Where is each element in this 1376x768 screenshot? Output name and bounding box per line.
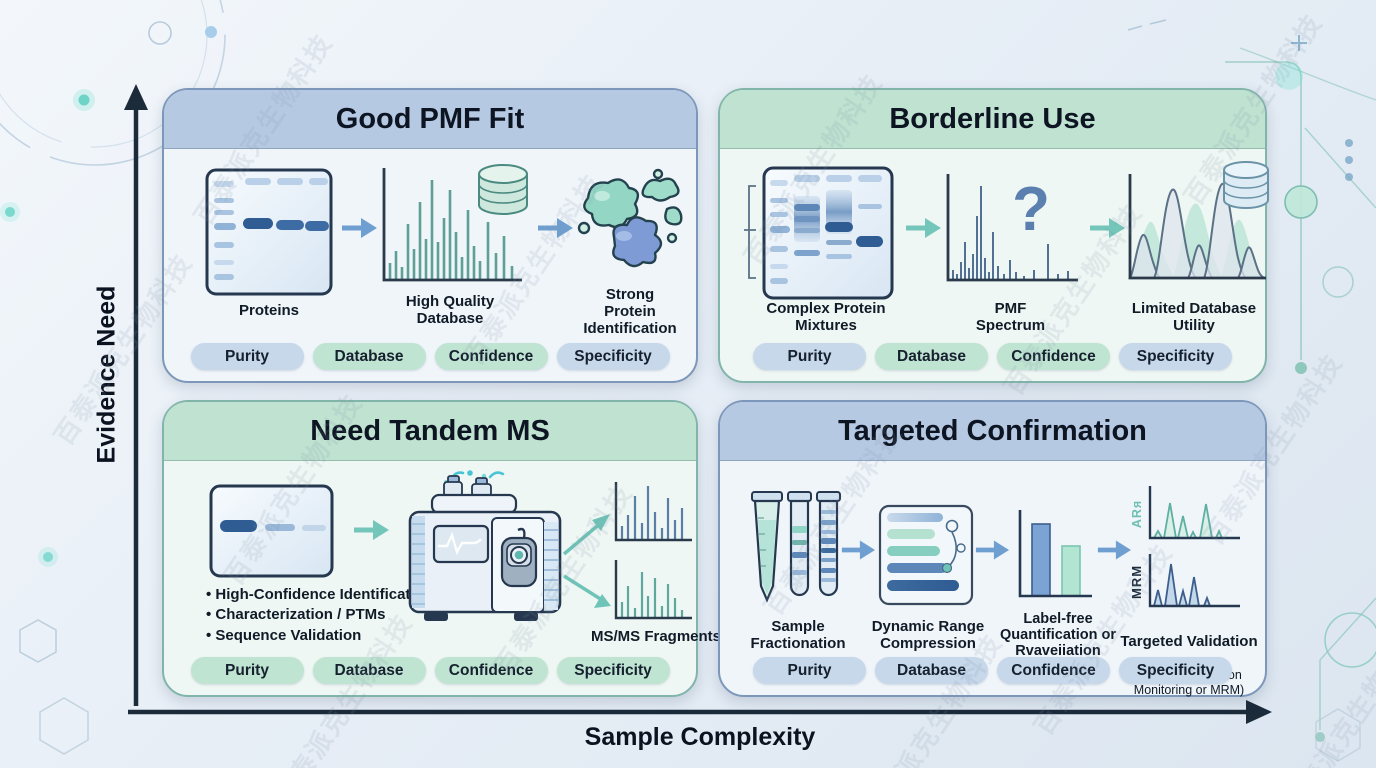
pill-confidence: Confidence	[997, 343, 1110, 370]
pill-row: Purity Database Confidence Specificity	[720, 343, 1265, 370]
database-icon	[478, 164, 528, 215]
caption-sample-fractionation: Sample Fractionation	[750, 618, 846, 653]
caption-main: Targeted Validation	[1120, 633, 1258, 651]
quadrant-targeted-confirmation: Targeted Confirmation Sample Fractionati…	[718, 400, 1267, 697]
caption-pmf-spectrum: PMF Spectrum	[975, 300, 1046, 335]
bullet-item: • Sequence Validation	[206, 626, 362, 644]
gel-icon	[205, 168, 333, 296]
pill-purity: Purity	[190, 343, 304, 370]
pill-confidence: Confidence	[434, 657, 548, 684]
caption-limited-database-utility: Limited Database Utility	[1131, 300, 1257, 335]
arrow-right-icon	[1090, 218, 1125, 238]
overlapping-spectra-icon	[1128, 161, 1269, 280]
arrow-right-icon	[975, 540, 1010, 560]
pill-specificity: Specificity	[1119, 343, 1232, 370]
pill-database: Database	[875, 343, 988, 370]
quadrant-title: Need Tandem MS	[164, 402, 696, 461]
caption-msms-fragments: MS/MS Fragments	[590, 628, 722, 645]
arrow-right-icon	[342, 218, 377, 238]
database-icon	[1223, 161, 1269, 209]
pill-purity: Purity	[190, 657, 304, 684]
diagonal-arrow-icon	[562, 514, 611, 608]
complex-gel-icon	[744, 166, 894, 300]
pmf-spectrum-icon: ?	[946, 174, 1078, 282]
caption-strong-protein-identification: Strong Protein Identification	[583, 286, 677, 338]
bullet-item: • High-Confidence Identification	[206, 586, 433, 603]
pill-purity: Purity	[753, 657, 866, 684]
pill-row: Purity Database Confidence Specificity	[720, 657, 1265, 684]
spectrum-label-top: ARя	[1130, 500, 1144, 528]
arrow-right-icon	[841, 540, 876, 560]
caption-high-quality-database: High Quality Database	[405, 293, 495, 328]
pill-row: Purity Database Confidence Specificity	[164, 657, 696, 684]
caption-complex-protein-mixtures: Complex Protein Mixtures	[766, 300, 886, 335]
quadrant-title: Good PMF Fit	[164, 90, 696, 149]
protein-blobs-icon	[577, 168, 683, 268]
arrow-right-icon	[906, 218, 941, 238]
msms-spectrum-top	[620, 486, 684, 540]
pill-confidence: Confidence	[434, 343, 548, 370]
msms-spectrum-bottom	[620, 572, 684, 618]
pill-database: Database	[312, 343, 426, 370]
x-axis-label: Sample Complexity	[584, 723, 816, 751]
pill-row: Purity Database Confidence Specificity	[164, 343, 696, 370]
sample-tubes-icon	[751, 491, 841, 603]
pill-specificity: Specificity	[556, 343, 670, 370]
arrow-right-icon	[354, 520, 389, 540]
pill-purity: Purity	[753, 343, 866, 370]
watermark-text: 百泰派克生物科技	[1278, 618, 1376, 768]
caption-dynamic-range-compression: Dynamic Range Compression	[871, 618, 985, 653]
targeted-spectra-icon: ARя MRM	[1130, 486, 1240, 608]
spectrum-icon	[382, 164, 528, 282]
bullet-item: • Characterization / PTMs	[206, 606, 386, 624]
tandem-ms-bullets: • High-Confidence Identification • Chara…	[206, 586, 441, 647]
quadrant-title: Borderline Use	[720, 90, 1265, 149]
pill-confidence: Confidence	[997, 657, 1110, 684]
y-axis-label: Evidence Need	[92, 285, 121, 464]
caption-proteins: Proteins	[238, 302, 299, 319]
pill-database: Database	[875, 657, 988, 684]
quadrant-title: Targeted Confirmation	[720, 402, 1265, 461]
dynamic-range-panel-icon	[878, 504, 974, 606]
caption-label-free-quantification: Label-free Quantification or Rvaveiiatio…	[1000, 611, 1116, 659]
quadrant-good-pmf-fit: Good PMF Fit Proteins	[162, 88, 698, 383]
quadrant-need-tandem-ms: Need Tandem MS • High-Confidence Identif…	[162, 400, 721, 697]
purified-gel-icon	[209, 484, 334, 578]
pill-database: Database	[312, 657, 426, 684]
mass-spectrometer-icon	[408, 470, 692, 621]
question-mark: ?	[1012, 175, 1050, 244]
pill-specificity: Specificity	[1119, 657, 1232, 684]
arrow-right-icon	[1097, 540, 1132, 560]
pill-specificity: Specificity	[556, 657, 670, 684]
bar-chart-icon	[1018, 510, 1092, 598]
quadrant-borderline-use: Borderline Use Complex Protein Mixtures	[718, 88, 1269, 383]
spectrum-label-bottom: MRM	[1130, 565, 1144, 599]
arrow-right-icon	[538, 218, 573, 238]
